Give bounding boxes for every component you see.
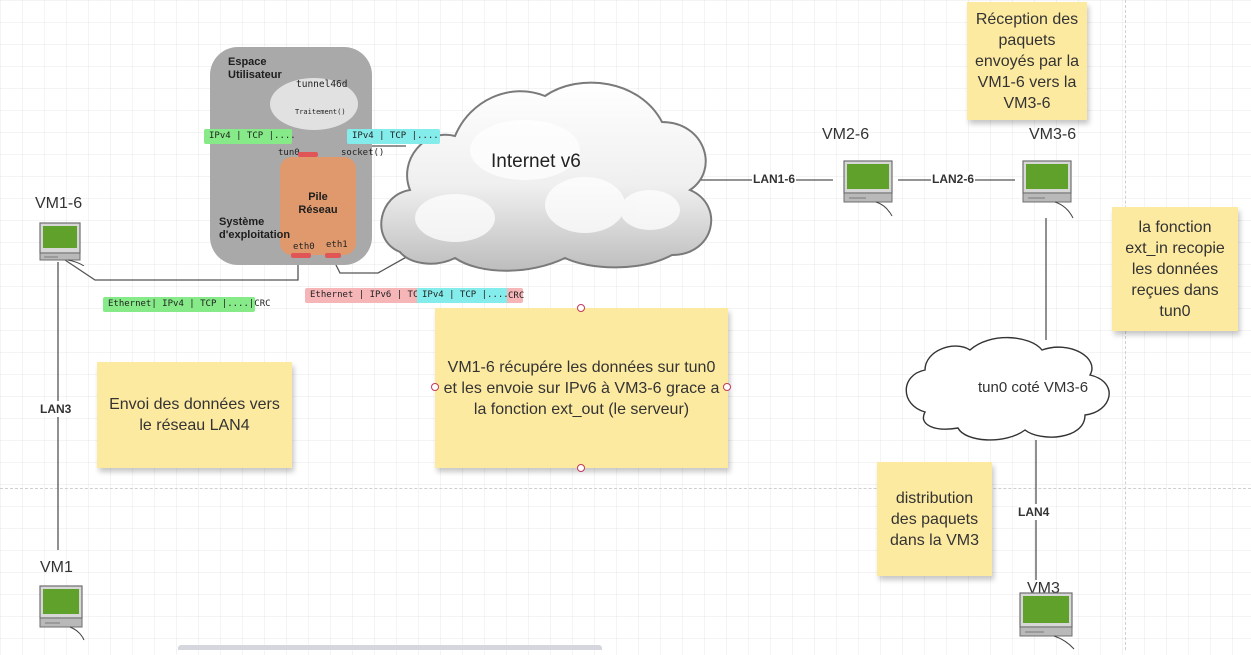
eth0-label: eth0 xyxy=(293,242,315,252)
socket-label: socket() xyxy=(341,148,385,158)
user-space-bubble xyxy=(270,78,358,130)
eth1-label: eth1 xyxy=(326,240,348,250)
selection-handle-top[interactable] xyxy=(577,304,585,312)
vm1-6-label: VM1-6 xyxy=(35,195,83,212)
note-reception[interactable]: Réception des paquets envoyés par la VM1… xyxy=(967,2,1087,120)
lan1-6-label: LAN1-6 xyxy=(752,172,797,186)
eth0-interface-marker xyxy=(291,253,311,258)
vm2-6-label: VM2-6 xyxy=(822,126,870,143)
page-guide-horizontal xyxy=(0,488,1251,489)
utilisateur-label: Utilisateur xyxy=(228,69,282,81)
note-ext-in[interactable]: la fonction ext_in recopie les données r… xyxy=(1112,207,1238,331)
tun0-interface-marker xyxy=(298,152,318,157)
selection-handle-right[interactable] xyxy=(723,383,731,391)
note-envoi-lan4[interactable]: Envoi des données vers le réseau LAN4 xyxy=(97,362,292,468)
packet-ethernet-ipv6-header: Ethernet | IPv6 | TCP xyxy=(310,290,424,300)
note-vm1-6-recupere[interactable]: VM1-6 récupére les données sur tun0 et l… xyxy=(435,308,728,468)
vm3-6-label: VM3-6 xyxy=(1029,126,1077,143)
vm3-computer-icon[interactable] xyxy=(1018,592,1076,655)
packet-ipv4-tun0: IPv4 | TCP |.... xyxy=(204,129,296,144)
vm1-computer-icon[interactable] xyxy=(38,585,86,646)
tun0-cloud-label: tun0 coté VM3-6 xyxy=(978,379,1089,396)
tun0-label: tun0 xyxy=(278,148,300,158)
reseau-label: Réseau xyxy=(298,204,338,216)
selection-handle-bottom[interactable] xyxy=(577,464,585,472)
lan4-label: LAN4 xyxy=(1018,504,1050,520)
pile-label: Pile xyxy=(308,191,328,203)
vm3-6-computer-icon[interactable] xyxy=(1021,160,1075,225)
tunnel-process-label: tunnel46d xyxy=(296,79,348,90)
packet-crc: CRC xyxy=(508,291,525,301)
vm1-label: VM1 xyxy=(40,559,73,576)
note-distribution[interactable]: distribution des paquets dans la VM3 xyxy=(877,462,992,576)
bottom-scroll-bar[interactable] xyxy=(178,645,602,650)
wire-vm1-6-eth0 xyxy=(61,257,299,281)
exploitation-label: d'exploitation xyxy=(219,229,291,241)
selection-handle-left[interactable] xyxy=(431,383,439,391)
eth1-interface-marker xyxy=(325,253,341,258)
packet-ethernet-ipv4: Ethernet| IPv4 | TCP |....|CRC xyxy=(103,297,271,312)
wire-eth1-internet xyxy=(331,254,411,274)
vm1-6-computer-icon[interactable] xyxy=(38,222,86,271)
traitement-label: Traitement() xyxy=(295,108,346,116)
pile-reseau-box: Pile Réseau xyxy=(280,157,356,255)
vm2-6-computer-icon[interactable] xyxy=(842,160,894,223)
systeme-label: Système xyxy=(219,216,265,228)
internet-label: Internet v6 xyxy=(491,151,581,172)
lan3-label: LAN3 xyxy=(40,401,72,417)
packet-inner-ipv4: IPv4 | TCP |.... xyxy=(417,288,509,303)
packet-ipv4-socket: IPv4 | TCP |.... xyxy=(347,129,440,144)
espace-label: Espace xyxy=(228,56,267,68)
lan2-6-label: LAN2-6 xyxy=(931,172,976,186)
tun0-cloud-icon xyxy=(905,336,1110,441)
